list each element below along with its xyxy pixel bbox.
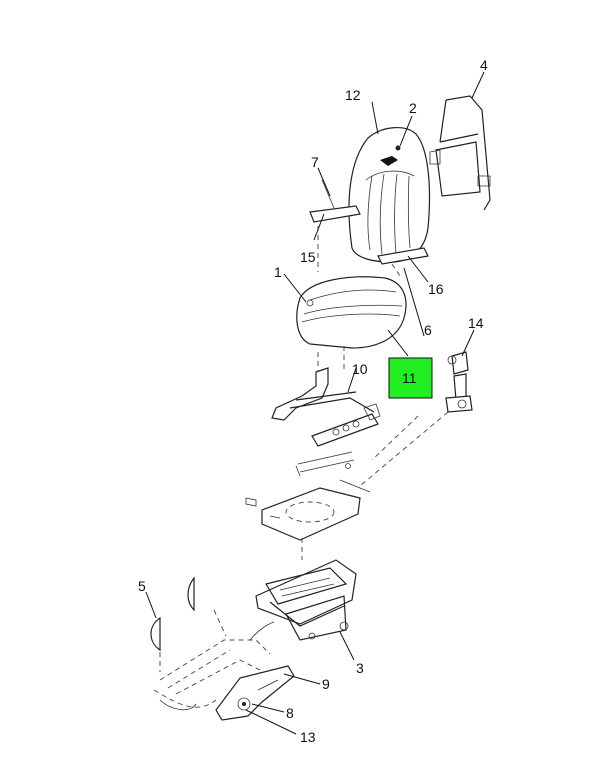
callout-12: 12 [345,87,361,103]
callout-7: 7 [311,154,319,170]
rear-frame-part [429,95,491,211]
callout-15: 15 [300,249,316,265]
callout-16: 16 [428,281,444,297]
callout-2: 2 [409,100,417,116]
linkage-part [153,621,275,711]
callout-14: 14 [468,315,484,331]
callout-3: 3 [356,660,364,676]
callout-8: 8 [286,705,294,721]
seat-frame-part [271,367,381,447]
callout-13: 13 [300,729,316,745]
callout-6: 6 [424,322,432,338]
shock-absorber-part [445,351,473,413]
handle-part [215,665,295,721]
highlight-box [388,357,433,399]
mounting-plate-part [245,451,371,541]
callout-5: 5 [138,578,146,594]
suspension-base-part [255,559,357,641]
callout-10: 10 [352,361,368,377]
seat-cushion-part [296,276,407,349]
side-shield-part [150,576,227,672]
callout-11: 11 [402,370,417,386]
callout-1: 1 [274,264,282,280]
callout-9: 9 [322,676,330,692]
callout-4: 4 [480,57,488,73]
right-armrest-part [377,247,429,265]
seat-back-part [348,127,431,263]
